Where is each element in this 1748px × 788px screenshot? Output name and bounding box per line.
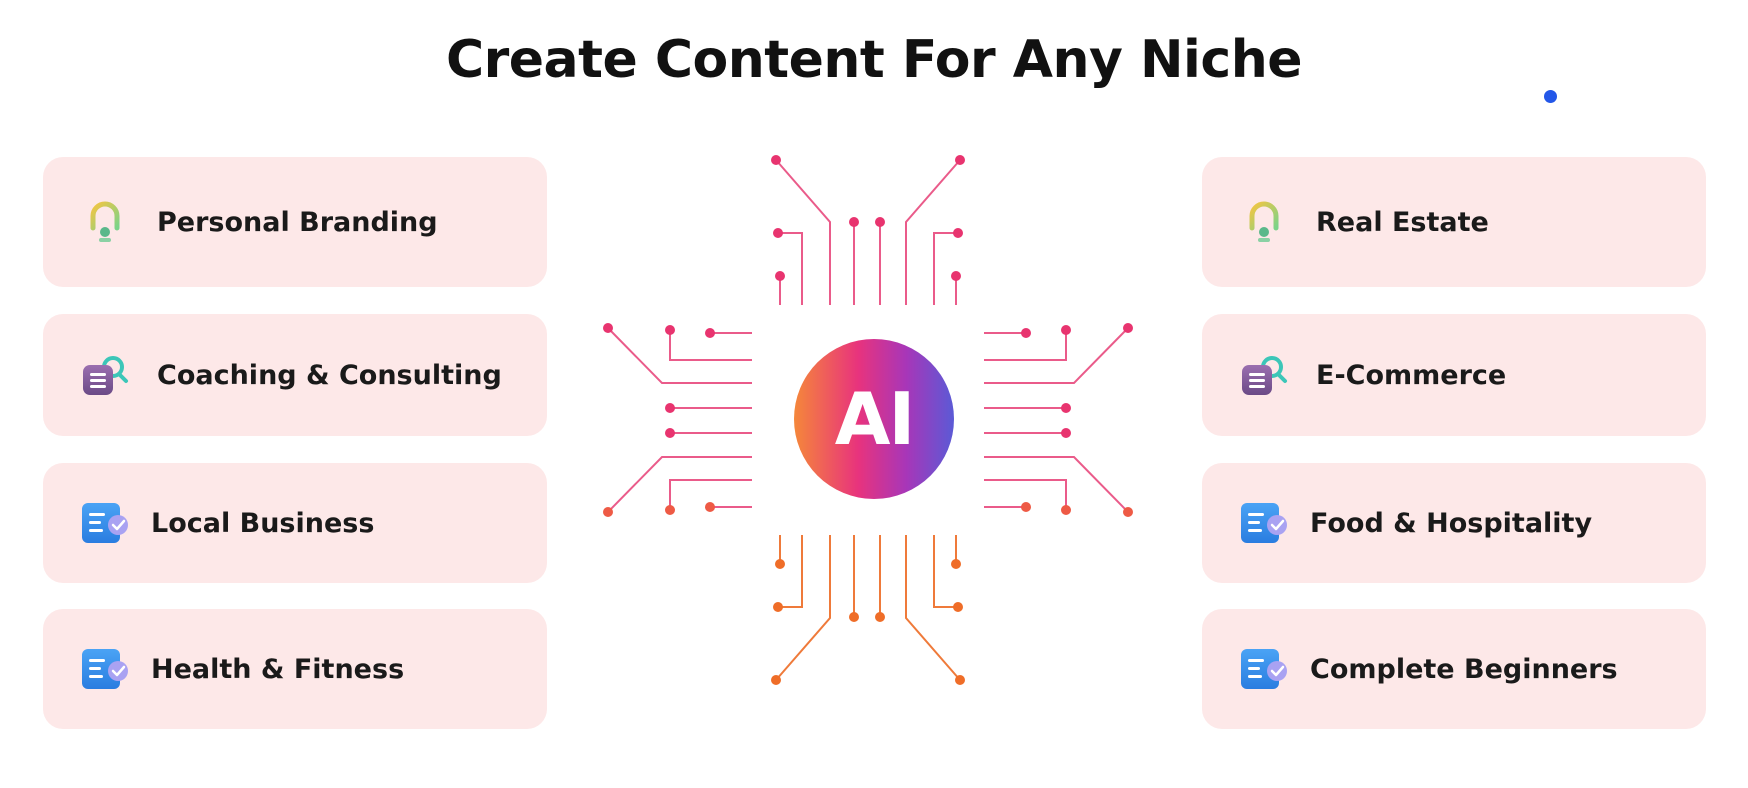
page-title: Create Content For Any Niche <box>445 30 1303 90</box>
niche-card-e-commerce[interactable]: E-Commerce <box>1202 314 1706 436</box>
niche-label: Local Business <box>151 507 375 539</box>
niche-card-coaching-consulting[interactable]: Coaching & Consulting <box>43 314 547 436</box>
ai-badge: AI <box>794 339 954 499</box>
document-search-icon <box>1238 349 1290 401</box>
checklist-icon <box>79 643 131 695</box>
niche-label: Real Estate <box>1316 206 1489 238</box>
niche-card-food-hospitality[interactable]: Food & Hospitality <box>1202 463 1706 583</box>
niche-card-personal-branding[interactable]: Personal Branding <box>43 157 547 287</box>
checklist-icon <box>79 497 131 549</box>
circuit-traces <box>607 159 1129 681</box>
niche-label: Health & Fitness <box>151 653 405 685</box>
circuit-graphic <box>603 155 1133 685</box>
niche-label: Food & Hospitality <box>1310 507 1593 539</box>
niche-label: Complete Beginners <box>1310 653 1618 685</box>
checklist-icon <box>1238 497 1290 549</box>
niche-label: E-Commerce <box>1316 359 1507 391</box>
niche-card-real-estate[interactable]: Real Estate <box>1202 157 1706 287</box>
niche-card-complete-beginners[interactable]: Complete Beginners <box>1202 609 1706 729</box>
niche-label: Coaching & Consulting <box>157 359 502 391</box>
circuit-nodes <box>603 155 1133 685</box>
checklist-icon <box>1238 643 1290 695</box>
document-search-icon <box>79 349 131 401</box>
niche-label: Personal Branding <box>157 206 438 238</box>
cursor-dot <box>1544 90 1557 103</box>
person-pin-icon <box>1238 196 1290 248</box>
niche-card-health-fitness[interactable]: Health & Fitness <box>43 609 547 729</box>
niche-card-local-business[interactable]: Local Business <box>43 463 547 583</box>
person-pin-icon <box>79 196 131 248</box>
